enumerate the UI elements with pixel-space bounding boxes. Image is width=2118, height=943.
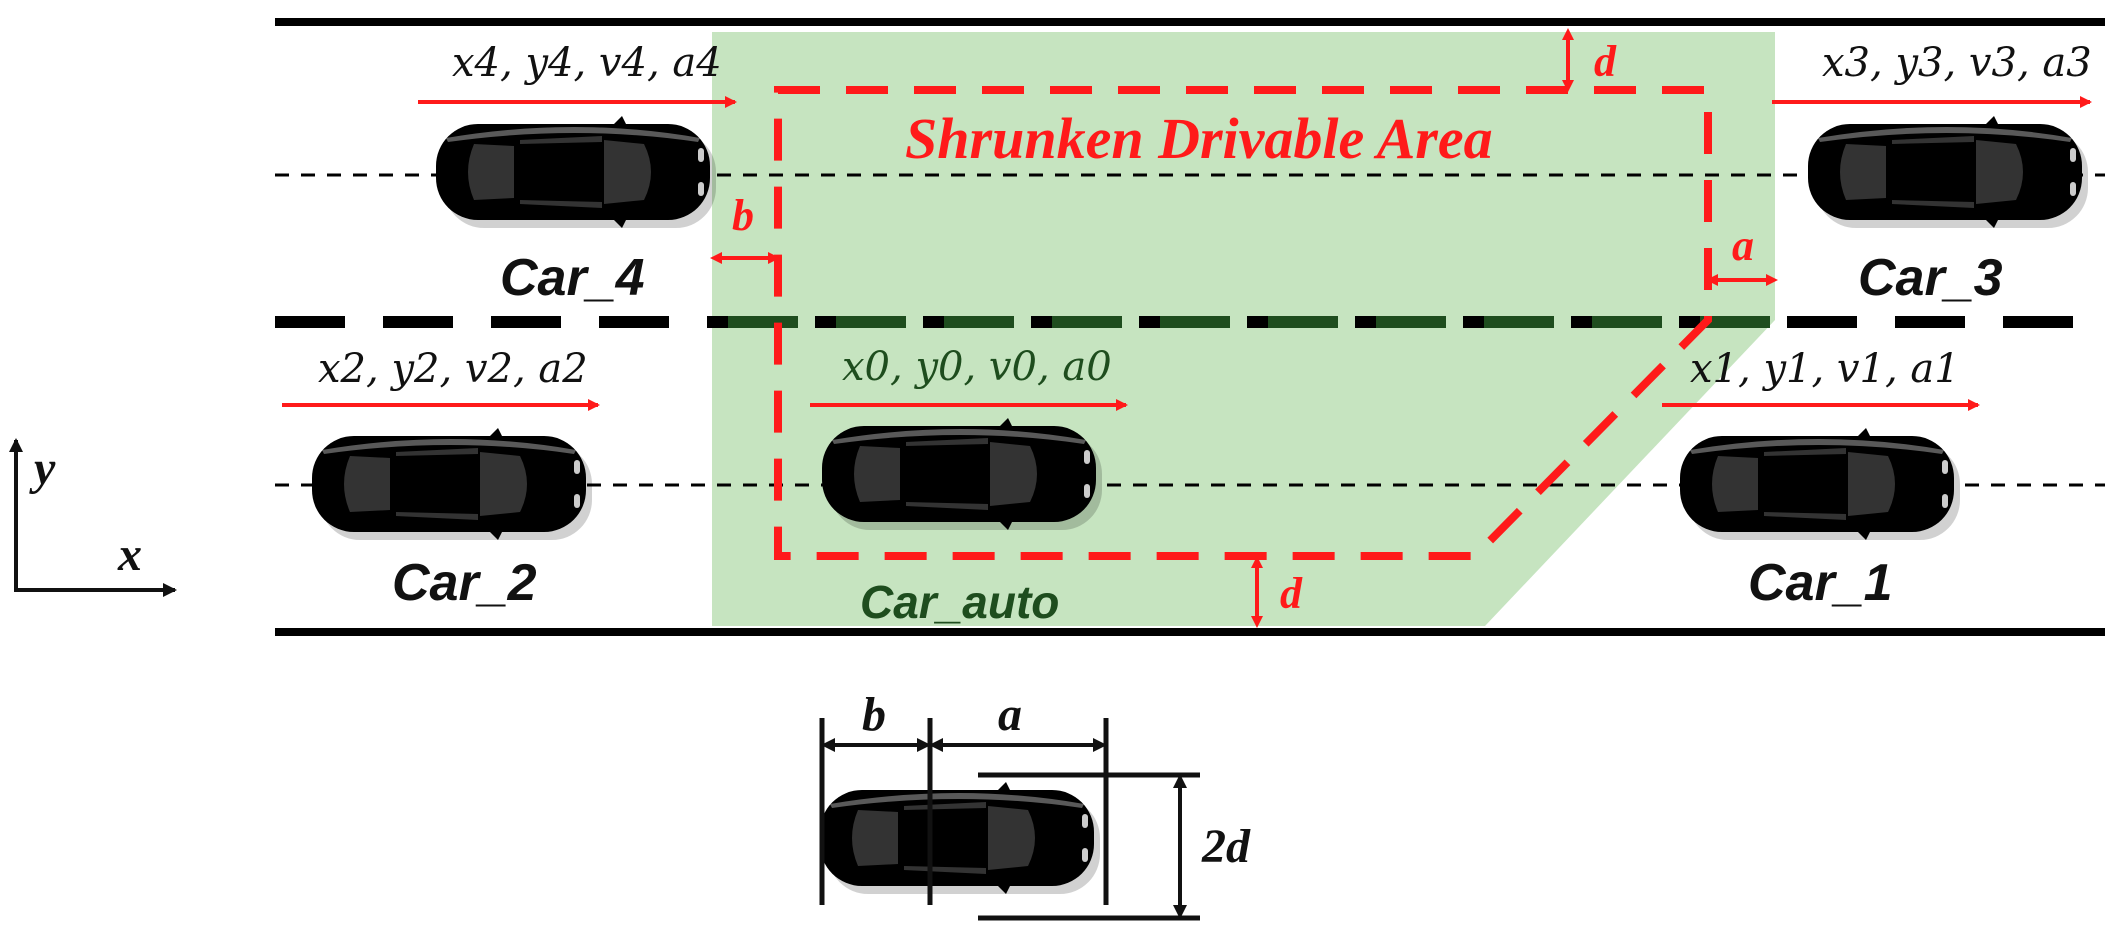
car1-label: Car_1 [1748, 554, 1893, 612]
car1-state-label: x1, y1, v1, a1 [1690, 346, 1960, 392]
car2-state-label: x2, y2, v2, a2 [318, 346, 588, 392]
dimension-car-icon [820, 782, 1100, 894]
car3-icon [1808, 116, 2088, 228]
shrunken-area-label: Shrunken Drivable Area [905, 106, 1493, 171]
dim-a-right-label: a [1732, 221, 1754, 270]
car4-icon [436, 116, 716, 228]
car2-icon [312, 428, 592, 540]
dim-d-bottom-label: d [1280, 569, 1303, 618]
dim-b-label: b [862, 688, 886, 741]
axis-x-label: x [117, 528, 142, 581]
car-auto-label: Car_auto [860, 576, 1059, 628]
car-auto-icon [822, 418, 1102, 530]
dim-a-label: a [998, 688, 1022, 741]
car1-icon [1680, 428, 1960, 540]
dim-2d-label: 2d [1201, 820, 1251, 873]
dim-d-top-label: d [1594, 37, 1617, 86]
shrunken-area-boundary [774, 86, 1712, 560]
car3-state-label: x3, y3, v3, a3 [1822, 40, 2092, 86]
dim-b-left-label: b [732, 191, 754, 240]
axis-y-label: y [29, 442, 56, 495]
car4-label: Car_4 [500, 249, 645, 307]
car-auto-state-label: x0, y0, v0, a0 [842, 344, 1112, 390]
car2-label: Car_2 [392, 554, 537, 612]
car3-label: Car_3 [1858, 249, 2003, 307]
car4-state-label: x4, y4, v4, a4 [452, 40, 722, 86]
